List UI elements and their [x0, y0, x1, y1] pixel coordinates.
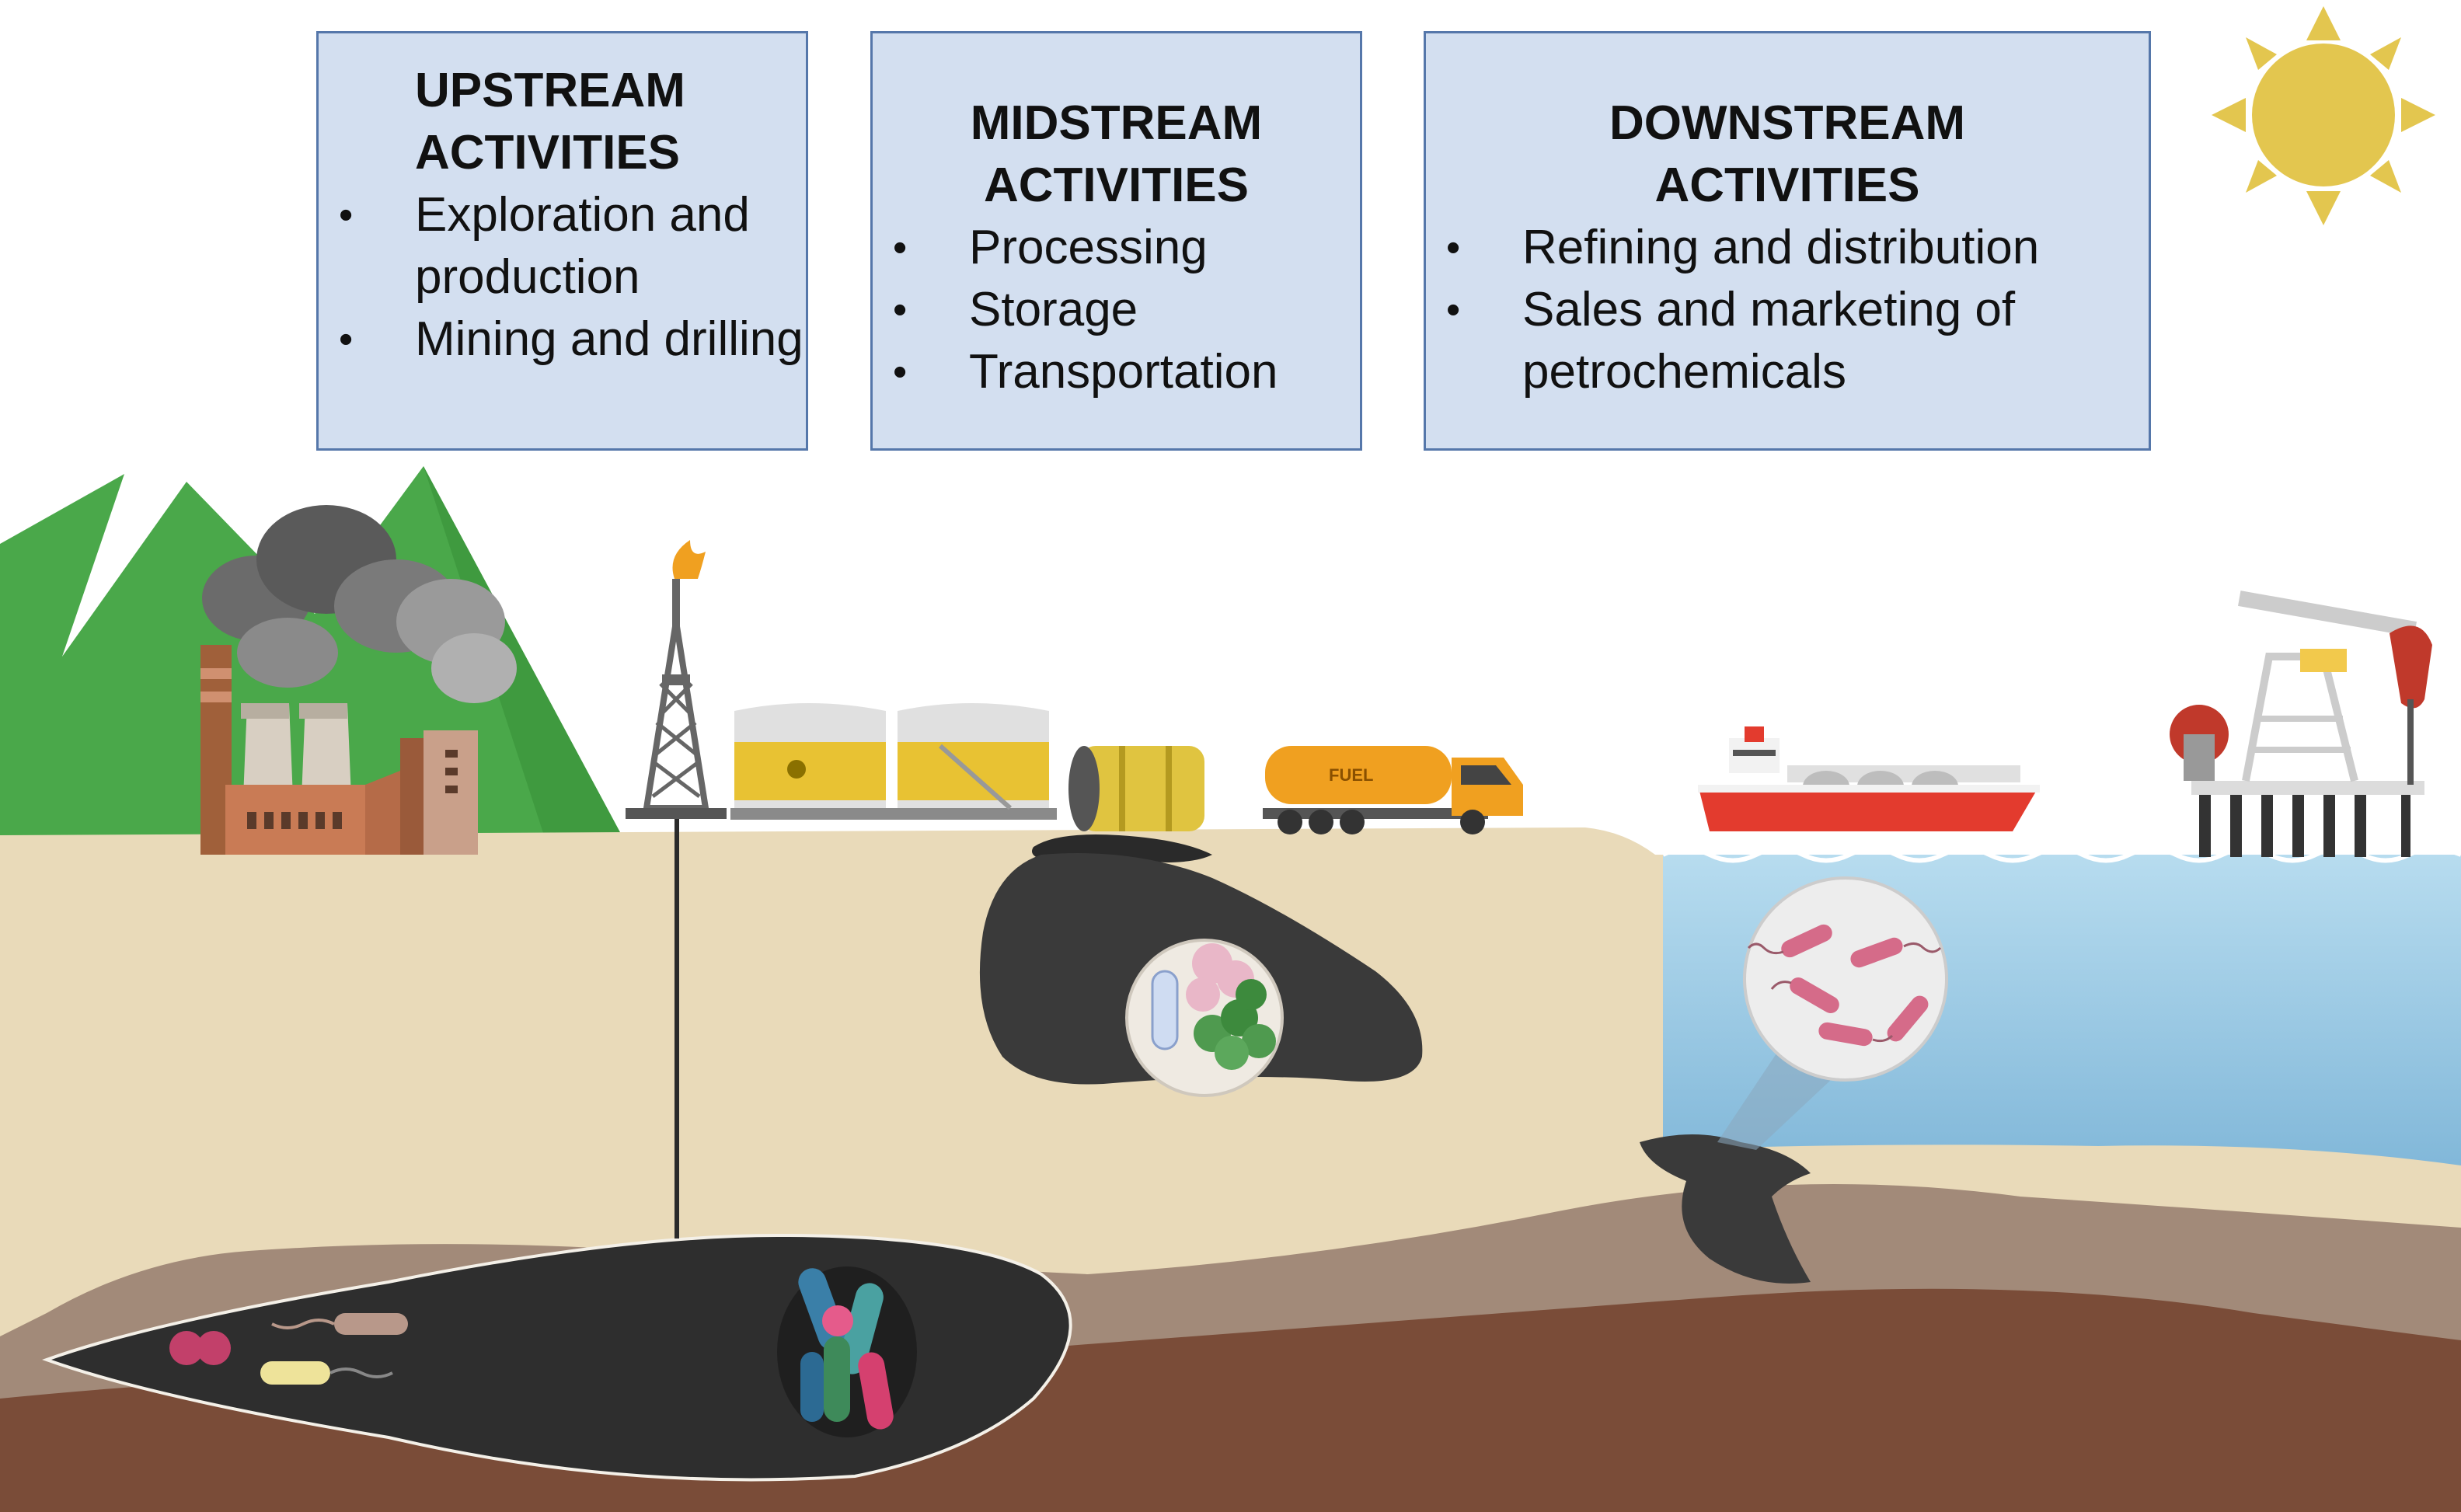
sun-icon — [2212, 6, 2435, 225]
midstream-item-processing: Processing — [873, 217, 1360, 279]
drilling-rig — [626, 540, 727, 1239]
midstream-title-line1: MIDSTREAM — [970, 96, 1263, 150]
factory — [200, 505, 517, 855]
midstream-list: Processing Storage Transportation — [873, 217, 1360, 403]
truck-label: FUEL — [1329, 765, 1373, 785]
soil-microbes-zoom — [1125, 939, 1284, 1097]
upstream-title-line2: ACTIVITIES — [415, 126, 681, 179]
downstream-item-sales: Sales and marketing of petrochemicals — [1426, 279, 2149, 403]
seabed-oil-seep — [1640, 1134, 1811, 1284]
midstream-activities-box: MIDSTREAM ACTIVITIES Processing Storage … — [870, 31, 1362, 451]
downstream-title-line2: ACTIVITIES — [1654, 159, 1920, 212]
storage-tanks — [730, 703, 1057, 820]
upstream-item-mining: Mining and drilling — [319, 308, 806, 371]
downstream-activities-box: DOWNSTREAM ACTIVITIES Refining and distr… — [1424, 31, 2151, 451]
fuel-truck: FUEL — [1263, 746, 1523, 834]
downstream-title-line1: DOWNSTREAM — [1609, 96, 1966, 150]
upstream-title-line1: UPSTREAM — [415, 64, 685, 117]
marine-bacteria-zoom — [1743, 876, 1948, 1082]
midstream-item-storage: Storage — [873, 279, 1360, 341]
oil-barrel — [1068, 746, 1204, 831]
pump-jack-platform — [2170, 591, 2432, 857]
tanker-ship — [1698, 726, 2040, 831]
upstream-activities-box: UPSTREAM ACTIVITIES Exploration and prod… — [316, 31, 808, 451]
downstream-list: Refining and distribution Sales and mark… — [1426, 217, 2149, 403]
upstream-item-exploration: Exploration and production — [319, 184, 806, 308]
reservoir-microbes — [169, 1266, 917, 1437]
downstream-item-refining: Refining and distribution — [1426, 217, 2149, 279]
upstream-list: Exploration and production Mining and dr… — [319, 184, 806, 371]
midstream-item-transportation: Transportation — [873, 341, 1360, 403]
midstream-title-line2: ACTIVITIES — [983, 159, 1250, 212]
